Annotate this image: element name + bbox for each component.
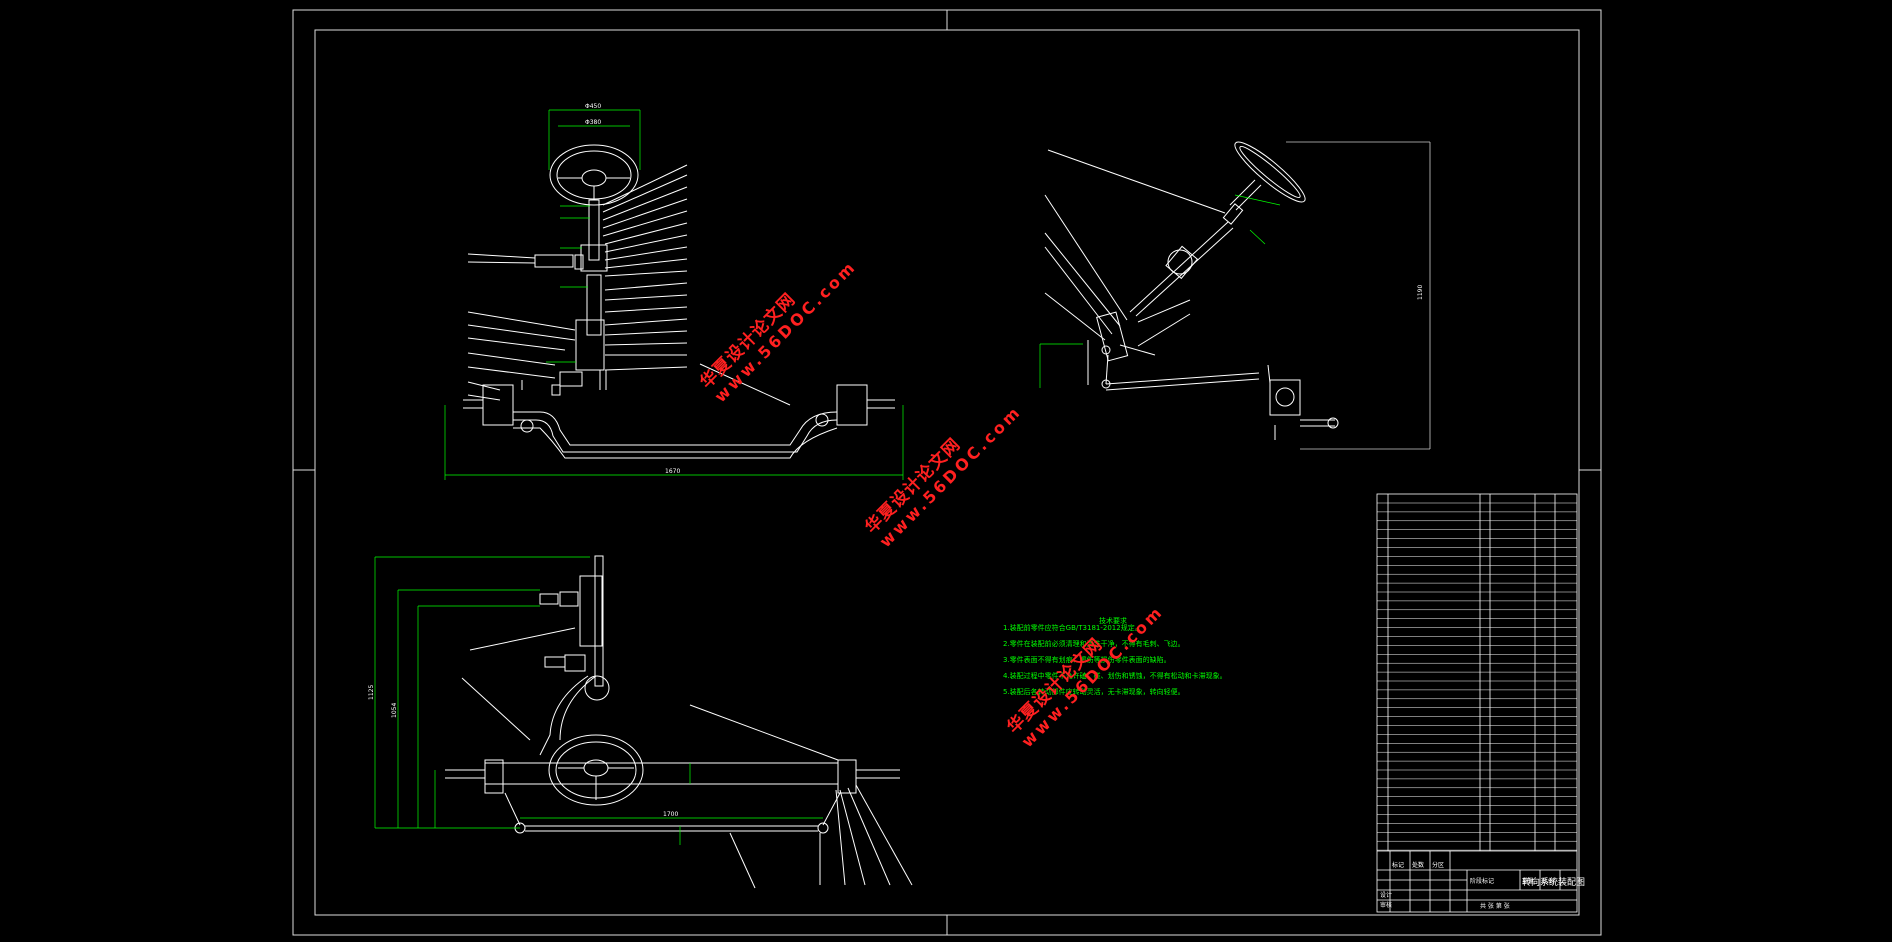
sheet-label: 共 张 第 张 (1480, 902, 1510, 910)
technical-requirements-title: 技术要求 (1099, 617, 1127, 625)
title-block (1376, 493, 1578, 913)
side-view-extent (1286, 141, 1431, 450)
requirement-line: 1.装配前零件应符合GB/T3181-2012规定。 (1003, 624, 1142, 632)
role-review: 审核 (1380, 901, 1392, 909)
side-view-dimensions (1039, 194, 1281, 388)
dim-top-h2: 1054 (391, 703, 398, 718)
stage-label: 阶段标记 (1470, 877, 1494, 885)
weight-label: 重量 (1522, 877, 1534, 885)
front-view (463, 144, 895, 459)
scale-label: 比例 (1542, 877, 1554, 885)
requirement-line: 3.零件表面不得有划痕、擦伤等损伤零件表面的缺陷。 (1003, 656, 1171, 664)
header-zone: 分区 (1432, 861, 1444, 869)
front-view-dimensions (444, 109, 904, 480)
requirement-line: 5.装配后各转动部件应转动灵活，无卡滞现象，转向轻便。 (1003, 688, 1185, 696)
drawing-name-text: 转向系统装配图 (1522, 876, 1585, 888)
drawing-frame (292, 9, 1602, 936)
side-view (1044, 141, 1339, 440)
requirement-line: 4.装配过程中零件不允许磕、碰、划伤和锈蚀，不得有松动和卡滞现象。 (1003, 672, 1227, 680)
role-design: 设计 (1380, 891, 1392, 899)
dim-top-track: 1700 (663, 811, 678, 818)
header-mark: 标记 (1392, 861, 1404, 869)
dim-top-h1: 1125 (368, 685, 375, 700)
parts-list-rows (1377, 502, 1577, 851)
dim-wheel-inner: Φ380 (585, 119, 601, 126)
technical-requirements: 技术要求 1.装配前零件应符合GB/T3181-2012规定。 2.零件在装配前… (1003, 617, 1227, 700)
top-view (445, 555, 913, 889)
dim-wheel-dia: Φ450 (585, 103, 601, 110)
dim-axle-len: 1670 (665, 468, 680, 475)
top-view-dimensions (374, 556, 823, 845)
header-count: 处数 (1412, 861, 1424, 869)
requirement-line: 2.零件在装配前必须清理和清洗干净，不得有毛刺、飞边。 (1003, 640, 1185, 648)
dim-side-height: 1190 (1417, 285, 1424, 300)
